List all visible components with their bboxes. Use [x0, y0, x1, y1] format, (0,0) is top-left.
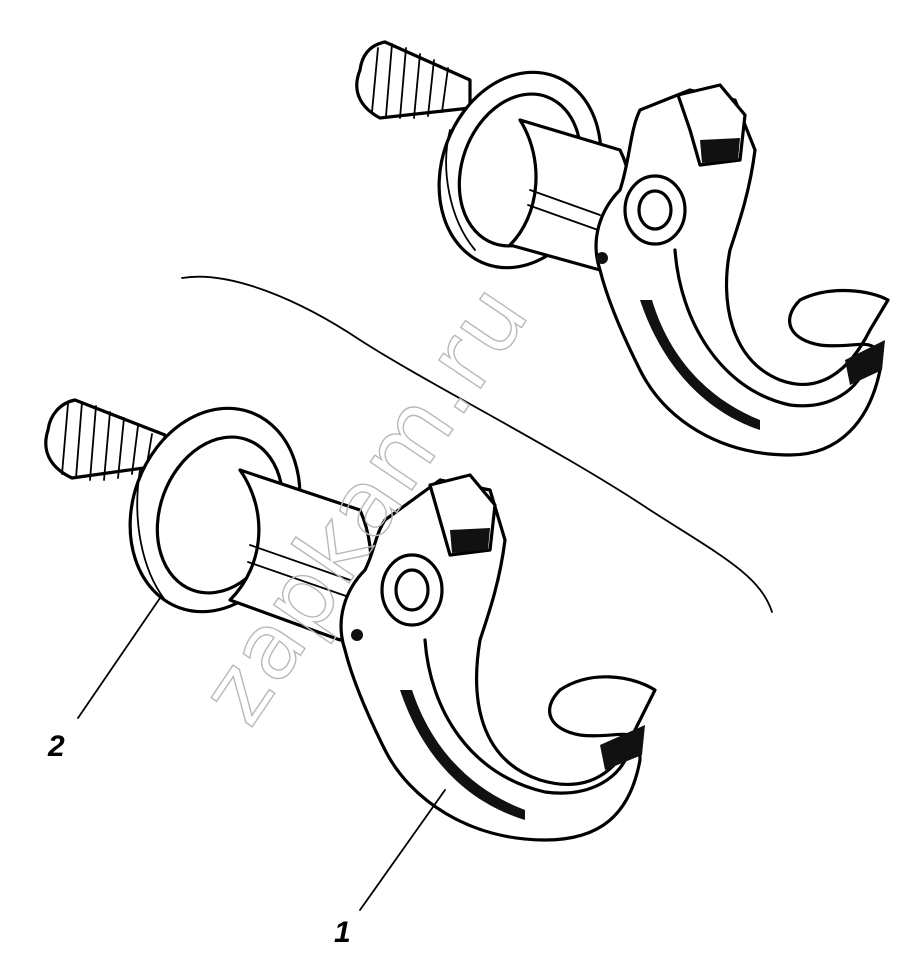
lower-sleeve [228, 468, 373, 642]
callout-label-2: 2 [47, 730, 65, 763]
upper-hook-assembly [355, 40, 890, 457]
separator-line [181, 275, 773, 613]
lower-threaded-bolt [44, 398, 167, 481]
callout-leader-1 [359, 789, 446, 911]
lower-hook-assembly [44, 398, 657, 842]
callout-leader-2 [77, 597, 161, 719]
upper-threaded-bolt [355, 40, 472, 120]
callout-label-1: 1 [334, 916, 351, 949]
